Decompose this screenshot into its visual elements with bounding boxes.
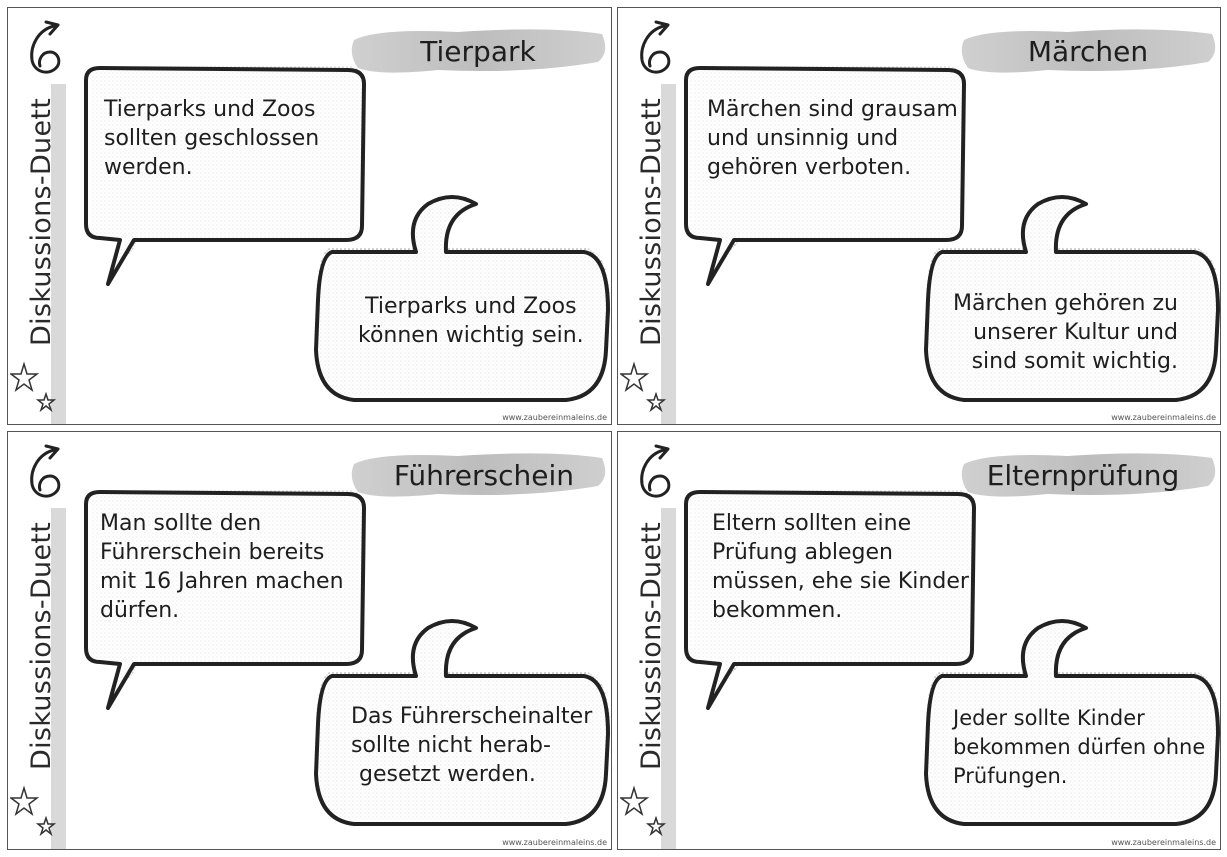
response-line: Jeder sollte Kinder <box>953 706 1145 730</box>
statement-bubble-text: Man sollte den Führerschein bereits mit … <box>100 509 344 625</box>
response-bubble-text: Jeder sollte Kinder bekommen dürfen ohne… <box>953 704 1205 791</box>
side-stripe <box>661 508 676 849</box>
curl-arrow-icon <box>640 444 671 498</box>
card-title: Elternprüfung <box>986 458 1180 492</box>
discussion-card-tierpark: Diskussions-Duett Tierpark Tierparks und… <box>7 7 612 425</box>
statement-line: werden. <box>104 155 193 180</box>
speech-bubbles-art <box>684 66 1220 402</box>
statement-bubble-text: Märchen sind grausam und unsinnig und ge… <box>707 95 958 182</box>
statement-bubble-text: Eltern sollten eine Prüfung ablegen müss… <box>712 509 969 625</box>
response-bubble-text: Tierparks und Zoos können wichtig sein. <box>358 292 584 350</box>
card-title: Führerschein <box>393 458 574 492</box>
response-line: bekommen dürfen ohne <box>953 735 1206 759</box>
statement-line: Man sollte den <box>100 511 262 536</box>
statement-line: müssen, ehe sie Kinder <box>712 569 969 594</box>
footer-url: www.zaubereinmaleins.de <box>502 413 607 422</box>
response-bubble-text: Märchen gehören zu unserer Kultur und si… <box>953 289 1178 376</box>
statement-line: mit 16 Jahren machen <box>100 569 344 594</box>
response-line: Prüfungen. <box>953 764 1068 788</box>
response-line: sollte nicht herab- <box>351 733 551 758</box>
response-line: Tierparks und Zoos <box>365 294 577 319</box>
card-title: Tierpark <box>420 34 536 68</box>
statement-line: und unsinnig und <box>707 126 899 151</box>
side-stripe <box>51 84 66 424</box>
speech-bubbles-art <box>84 490 610 826</box>
response-line: Das Führerscheinalter <box>351 704 593 729</box>
response-bubble-text: Das Führerscheinalter sollte nicht herab… <box>351 702 592 789</box>
speech-bubbles-art <box>84 66 610 402</box>
response-line: unserer Kultur und <box>973 320 1178 345</box>
statement-line: Eltern sollten eine <box>712 511 912 536</box>
footer-url: www.zaubereinmaleins.de <box>502 838 607 847</box>
card-title: Märchen <box>1027 34 1149 68</box>
statement-line: Tierparks und Zoos <box>104 97 316 122</box>
footer-url: www.zaubereinmaleins.de <box>1111 413 1216 422</box>
curl-arrow-icon <box>640 20 671 74</box>
statement-line: Prüfung ablegen <box>712 540 893 565</box>
response-line: gesetzt werden. <box>359 762 536 787</box>
discussion-card-maerchen: Diskussions-Duett Märchen Märchen sind g… <box>617 7 1221 425</box>
curl-arrow-icon <box>30 444 61 498</box>
star-doodle-icon <box>620 361 667 413</box>
statement-line: dürfen. <box>100 598 180 623</box>
response-line: können wichtig sein. <box>358 323 584 348</box>
statement-line: sollten geschlossen <box>104 126 320 151</box>
response-line: sind somit wichtig. <box>971 349 1178 374</box>
side-stripe <box>661 84 676 424</box>
speech-bubbles-art <box>684 490 1220 826</box>
title-brush-stroke <box>961 29 1216 73</box>
statement-line: Märchen sind grausam <box>707 97 958 122</box>
response-line: Märchen gehören zu <box>953 291 1178 316</box>
title-brush-stroke <box>961 453 1216 497</box>
discussion-card-elternpruefung: Diskussions-Duett Elternprüfung Eltern s… <box>617 431 1221 850</box>
curl-arrow-icon <box>30 20 61 74</box>
statement-line: Führerschein bereits <box>100 540 325 565</box>
footer-url: www.zaubereinmaleins.de <box>1111 838 1216 847</box>
title-brush-stroke <box>351 453 606 497</box>
discussion-card-fuehrerschein: Diskussions-Duett Führerschein Man sollt… <box>7 431 612 850</box>
star-doodle-icon <box>620 785 667 837</box>
star-doodle-icon <box>10 361 57 413</box>
title-brush-stroke <box>351 29 606 73</box>
side-stripe <box>51 508 66 849</box>
statement-line: gehören verboten. <box>707 155 912 180</box>
star-doodle-icon <box>10 785 57 837</box>
statement-line: bekommen. <box>712 598 843 623</box>
statement-bubble-text: Tierparks und Zoos sollten geschlossen w… <box>104 95 319 182</box>
